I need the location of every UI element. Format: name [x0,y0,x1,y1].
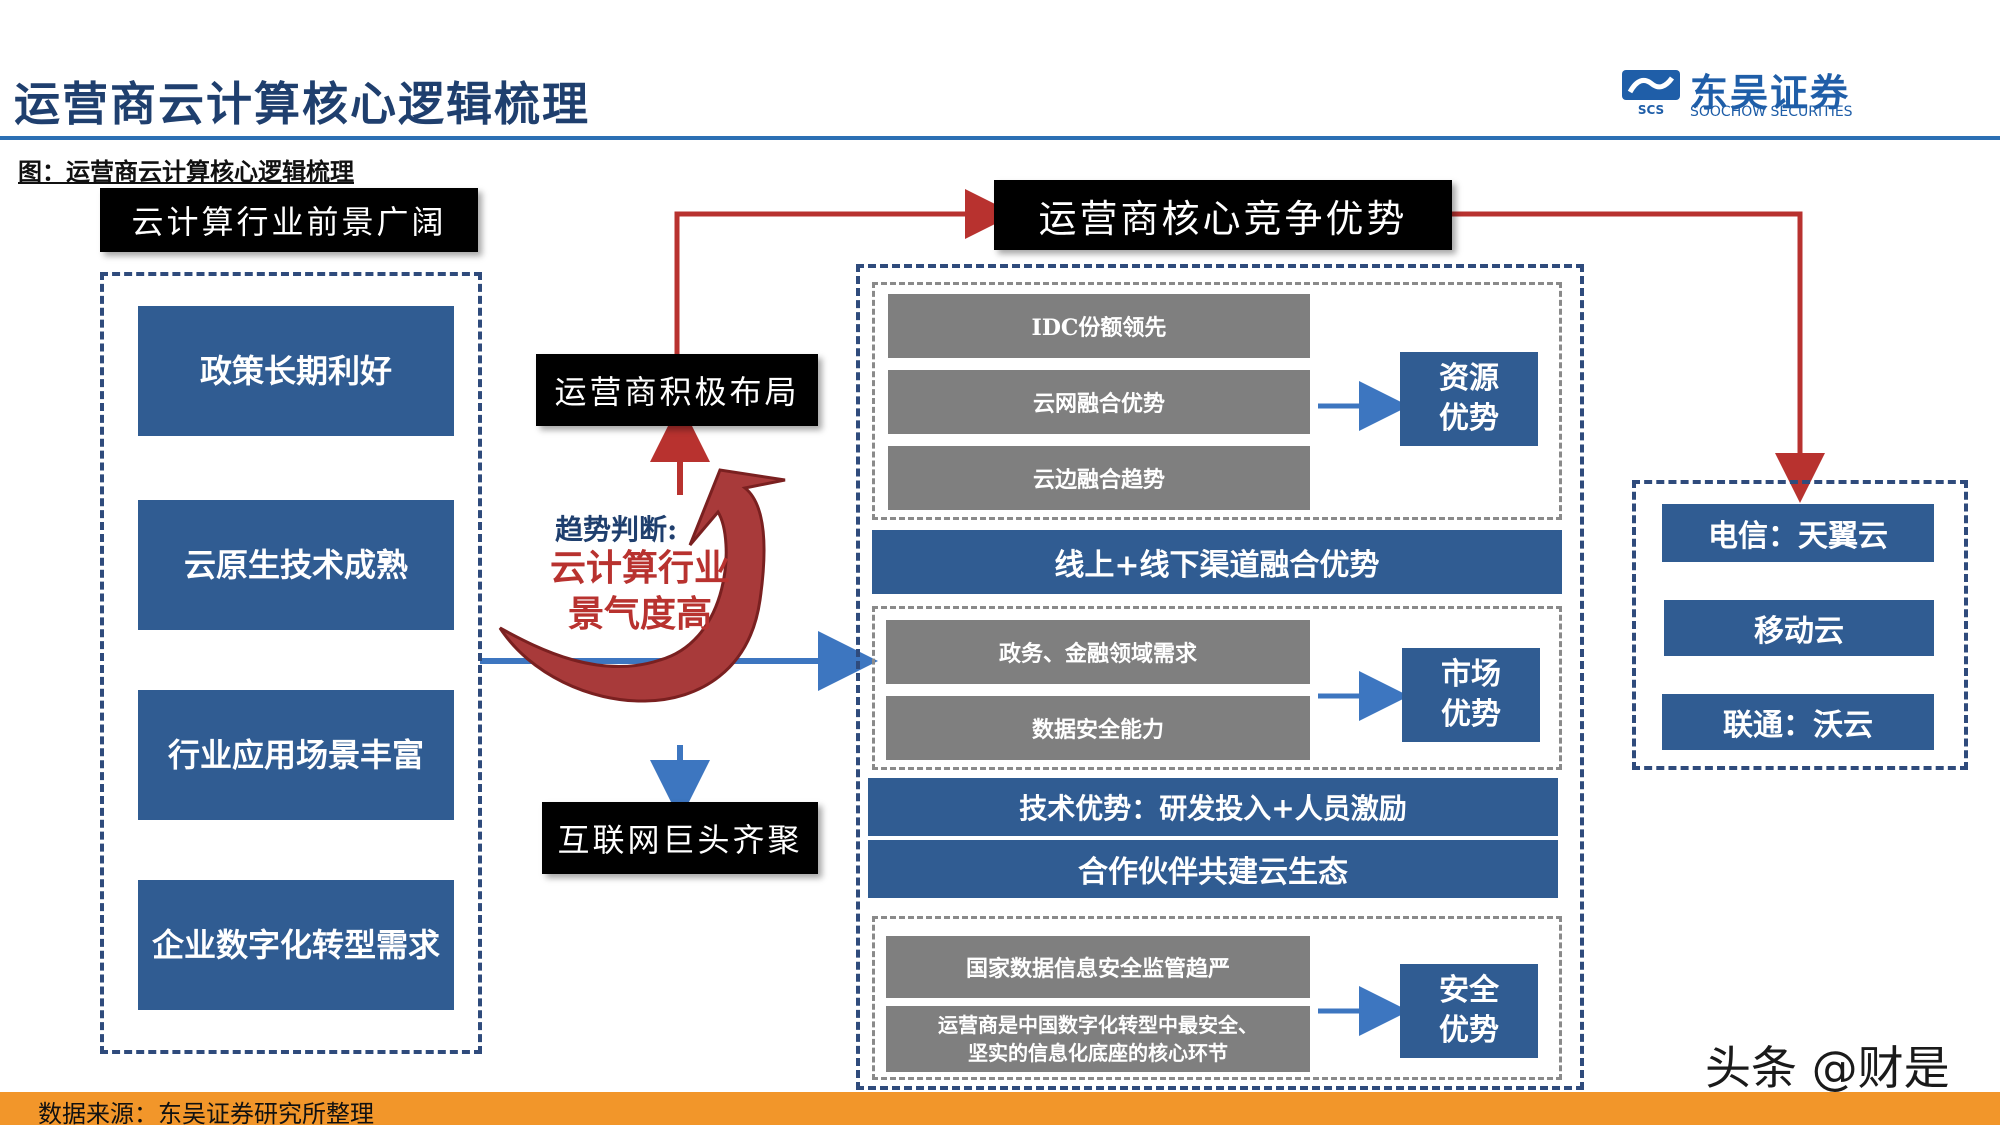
resource-item-idc: IDC份额领先 [886,292,1312,360]
resource-item-cloud-edge: 云边融合趋势 [886,444,1312,512]
resource-item-cloud-network: 云网融合优势 [886,368,1312,436]
header-rule [0,136,2000,140]
watermark: 头条 @财是 [1705,1041,1950,1095]
footer-bar [0,1092,2000,1125]
market-group [872,606,1562,770]
red-connector-to-right [1452,211,1825,503]
partner-bar: 合作伙伴共建云生态 [868,840,1558,898]
logo-text: 东吴证券 [1690,71,1851,115]
logo-subtext: SOOCHOW SECURITIES [1690,104,1853,120]
security-advantage-label: 安全 优势 [1400,964,1538,1058]
trend-label: 趋势判断: [555,513,678,546]
operators-box: 运营商积极布局 [536,354,818,426]
core-advantage-heading: 运营商核心竞争优势 [994,180,1452,250]
left-dashed-panel [100,272,482,1054]
internet-giants-box: 互联网巨头齐聚 [542,802,818,874]
right-item-telecom: 电信：天翼云 [1662,504,1934,562]
security-group [872,916,1562,1080]
svg-text:SCS: SCS [1638,103,1664,116]
left-item-digital-transform: 企业数字化转型需求 [138,880,454,1010]
left-item-cloud-native: 云原生技术成熟 [138,500,454,630]
right-item-mobile: 移动云 [1664,600,1934,656]
right-dashed-panel [1632,480,1968,770]
curved-trend-arrow [498,468,786,703]
logo-icon: SCS [1622,70,1680,117]
security-item-regulation: 国家数据信息安全监管趋严 [884,934,1312,1000]
security-item-operator-role: 运营商是中国数字化转型中最安全、 坚实的信息化底座的核心环节 [884,1004,1312,1074]
page-title: 运营商云计算核心逻辑梳理 [14,77,590,131]
resource-advantage-label: 资源 优势 [1400,352,1538,446]
tech-bar: 技术优势：研发投入+人员激励 [868,778,1558,836]
left-heading: 云计算行业前景广阔 [100,188,478,252]
market-item-gov-finance: 政务、金融领域需求 [884,618,1312,686]
left-item-policy: 政策长期利好 [138,306,454,436]
center-dashed-panel [856,264,1584,1090]
red-connector-to-heading [674,189,1015,355]
market-advantage-label: 市场 优势 [1402,648,1540,742]
trend-text-1: 云计算行业 [549,547,730,589]
figure-caption: 图：运营商云计算核心逻辑梳理 [18,157,354,186]
trend-text-2: 景气度高 [567,593,712,635]
data-source: 数据来源：东吴证券研究所整理 [38,1100,374,1128]
left-item-applications: 行业应用场景丰富 [138,690,454,820]
channel-bar: 线上+线下渠道融合优势 [872,530,1562,594]
resource-group [872,282,1562,520]
right-item-unicom: 联通：沃云 [1662,694,1934,750]
market-item-data-security: 数据安全能力 [884,694,1312,762]
